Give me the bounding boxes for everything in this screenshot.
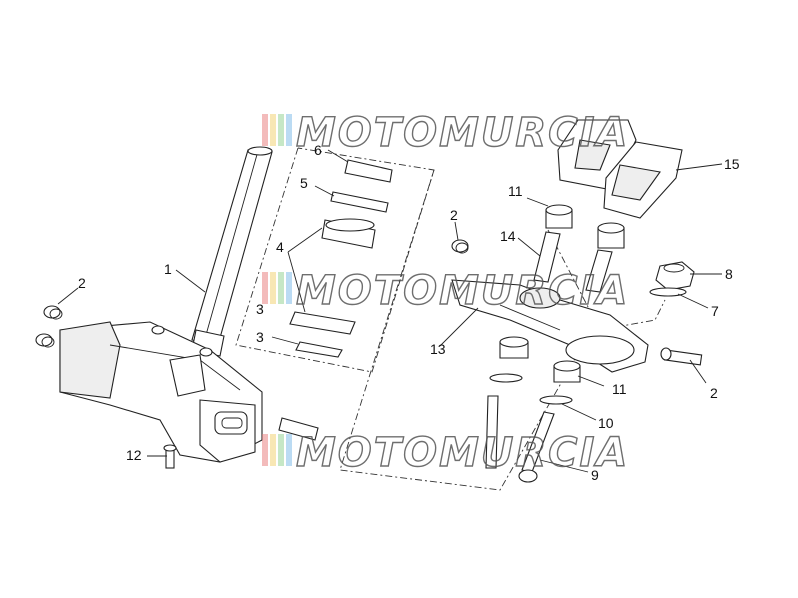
watermark-bottom: MOTOMURCIA (262, 429, 629, 477)
callout-13: 13 (430, 341, 446, 357)
cap-left-upper (43, 305, 63, 320)
svg-text:MOTOMURCIA: MOTOMURCIA (296, 430, 629, 476)
steering-stem (191, 146, 273, 357)
spacer-lower-left (499, 336, 529, 359)
callout-15: 15 (724, 156, 740, 172)
washer-lower-left (489, 373, 523, 383)
callout-12: 12 (126, 447, 142, 463)
callout-labels: 1 2 2 2 3 3 4 5 6 7 8 9 10 11 11 12 13 1… (78, 142, 740, 483)
spacer-11-lower (553, 360, 581, 383)
callout-2-right: 2 (710, 385, 718, 401)
watermark-middle: MOTOMURCIA (262, 267, 629, 315)
washer-10 (539, 395, 573, 405)
callout-11-upper: 11 (508, 183, 523, 199)
watermark-top: MOTOMURCIA (262, 109, 629, 157)
callout-9: 9 (591, 467, 599, 483)
callout-5: 5 (300, 175, 308, 191)
bolt-9-right (518, 411, 555, 483)
upper-triple-clamp (451, 279, 649, 373)
pin-part (278, 417, 319, 441)
leader-lines (57, 149, 723, 473)
cap-2-middle (451, 239, 469, 254)
callout-14: 14 (500, 228, 516, 244)
bolt-2-right (660, 347, 703, 366)
riser-14 (533, 231, 561, 283)
callout-8: 8 (725, 266, 733, 282)
callout-10: 10 (598, 415, 614, 431)
callout-11-lower: 11 (612, 381, 627, 397)
callout-6: 6 (314, 142, 322, 158)
bolt-9-left (485, 395, 499, 469)
bolt-12 (163, 444, 177, 469)
riser-11-upper (545, 204, 573, 229)
washer-7 (649, 287, 687, 297)
riser-right-upper (585, 222, 625, 293)
callout-3-upper: 3 (256, 301, 264, 317)
callout-1: 1 (164, 261, 172, 277)
callout-7: 7 (711, 303, 719, 319)
callout-2-middle: 2 (450, 207, 458, 223)
handlebar-clamps (557, 119, 683, 219)
nut-8 (655, 261, 695, 291)
callout-4: 4 (276, 239, 284, 255)
callout-2-left: 2 (78, 275, 86, 291)
bearing-stack (289, 159, 393, 358)
callout-3-lower: 3 (256, 329, 264, 345)
svg-text:MOTOMURCIA: MOTOMURCIA (296, 268, 629, 314)
cap-left-lower (35, 333, 55, 348)
svg-text:MOTOMURCIA: MOTOMURCIA (296, 110, 629, 156)
lower-triple-clamp (59, 321, 263, 463)
